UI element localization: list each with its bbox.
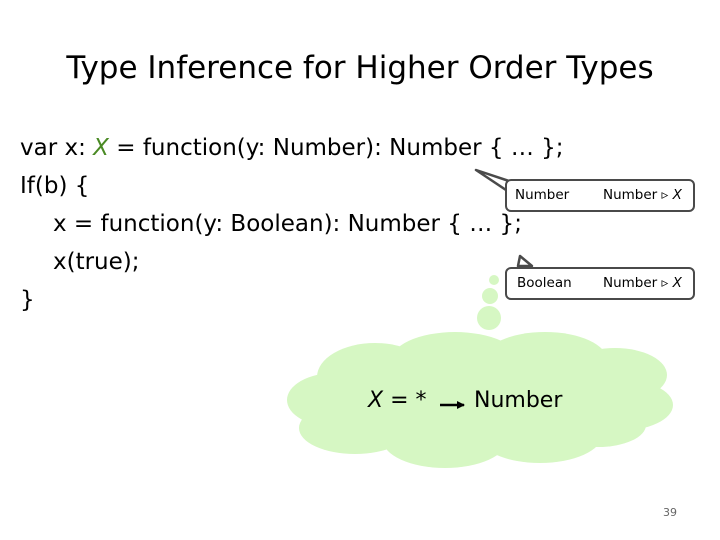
- callout-pointer-2: [516, 254, 534, 268]
- code-line-2: If(b) {: [20, 173, 90, 199]
- result-rhs: Number: [474, 388, 563, 413]
- constraint-2-to: Number ▹ X: [603, 275, 682, 291]
- constraint-box-2: Boolean Number ▹ X: [505, 267, 695, 300]
- constraint-2-from: Boolean: [517, 275, 572, 291]
- result-lhs: X = *: [368, 388, 427, 413]
- code-line-1-prefix: var x:: [20, 135, 94, 161]
- code-line-1: var x: X = function(y: Number): Number {…: [20, 132, 564, 164]
- code-line-5: }: [20, 287, 35, 313]
- constraint-1-from: Number: [515, 187, 570, 203]
- page-number: 39: [663, 506, 677, 519]
- constraint-1-to: Number ▹ X: [603, 187, 682, 203]
- type-variable-x: X: [93, 135, 109, 161]
- code-line-4: x(true);: [53, 249, 140, 275]
- thought-bubble-large: [477, 306, 501, 330]
- thought-cloud: [287, 332, 673, 468]
- constraint-box-1: Number Number ▹ X: [505, 179, 695, 212]
- thought-bubble-small: [489, 275, 499, 285]
- code-line-3: x = function(y: Boolean): Number { … };: [53, 211, 522, 237]
- slide-title: Type Inference for Higher Order Types: [66, 50, 654, 86]
- thought-bubble-medium: [482, 288, 498, 304]
- code-line-1-suffix: = function(y: Number): Number { … };: [108, 135, 564, 161]
